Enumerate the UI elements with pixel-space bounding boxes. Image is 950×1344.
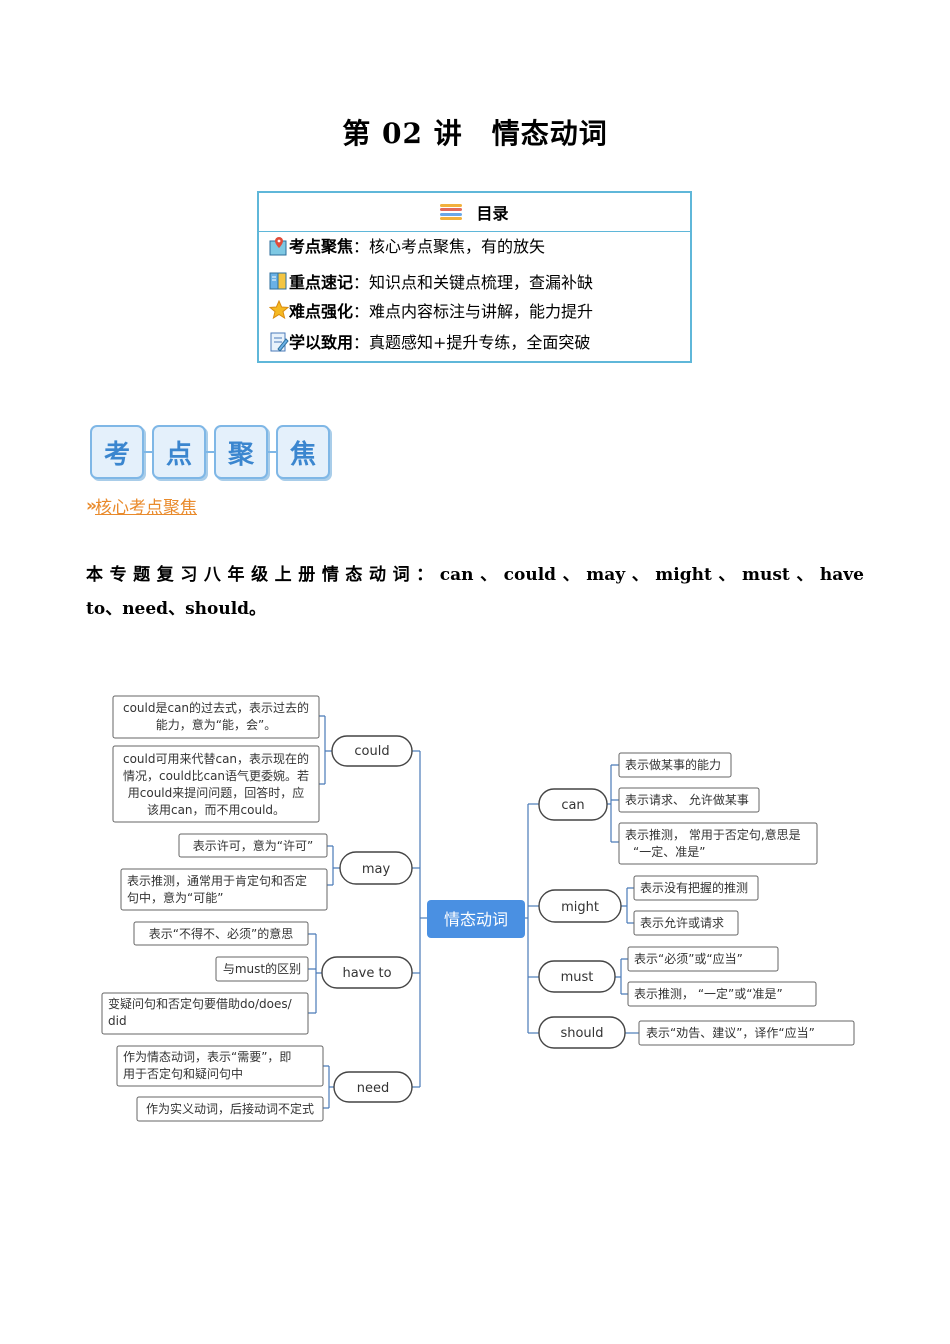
center-node: [427, 900, 525, 938]
section-subheading: » 核心考点聚焦: [86, 493, 197, 519]
leaf-text: 表示“劝告、建议”，译作“应当”: [646, 1025, 815, 1040]
toc-row-practice: 学以致用：真题感知+提升专练，全面突破: [269, 329, 590, 353]
leaf-box: [112, 745, 320, 823]
book-icon: [269, 271, 289, 291]
banner-tile: 考: [90, 425, 144, 479]
leaf-box: [638, 1020, 855, 1046]
leaf-box: [136, 1096, 324, 1122]
toc-row-notes: 重点速记：知识点和关键点梳理，查漏补缺: [269, 269, 593, 293]
intro-paragraph: 本专题复习八年级上册情态动词：can、could、may、might、must、…: [86, 558, 864, 626]
banner-tile: 聚: [214, 425, 268, 479]
leaf-box: [627, 981, 817, 1007]
toc-desc: ：知识点和关键点梳理，查漏补缺: [353, 273, 594, 292]
toc-key: 考点聚焦: [289, 239, 354, 256]
leaf-text: 句中，意为“可能”: [127, 890, 223, 905]
toc-row-focus: 考点聚焦：核心考点聚焦，有的放矢: [269, 233, 545, 257]
toc-row-difficult: 难点强化：难点内容标注与讲解，能力提升: [268, 298, 594, 322]
double-chevron-icon: »: [86, 495, 97, 516]
leaf-text: 变疑问句和否定句要借助do/does/: [108, 996, 293, 1011]
branch-node-need: [333, 1071, 413, 1103]
branch-node-might: [538, 889, 622, 923]
map-pin-icon: [269, 235, 289, 256]
pencil-icon: [269, 331, 289, 352]
branch-node-could: [331, 735, 413, 767]
intro-line: to、need、should。: [86, 599, 267, 619]
leaf-text: 情况，could比can语气更委婉。若: [123, 768, 309, 783]
leaf-text: 表示许可，意为“许可”: [193, 838, 313, 853]
branch-label: must: [561, 970, 594, 985]
table-of-contents: 目录 考点聚焦：核心考点聚焦，有的放矢 重点速记：知识点和关键点梳理，查漏补缺 …: [257, 191, 692, 363]
leaf-box: [618, 822, 818, 865]
leaf-text: could可用来代替can，表示现在的: [123, 751, 309, 766]
branch-node-should: [538, 1016, 626, 1049]
banner-tile: 焦: [276, 425, 330, 479]
toc-key: 重点速记: [289, 275, 354, 292]
leaf-text: 表示没有把握的推测: [640, 880, 748, 895]
branch-node-must: [538, 960, 616, 993]
leaf-text: did: [108, 1014, 127, 1028]
toc-key: 难点强化: [289, 304, 354, 321]
leaf-text: 表示请求、 允许做某事: [625, 792, 749, 807]
page-title: 第 02 讲 情态动词: [342, 117, 608, 150]
leaf-box: [178, 833, 328, 858]
branch-label: could: [354, 744, 389, 759]
intro-line: 本专题复习八年级上册情态动词：can、could、may、might、must、…: [86, 565, 864, 585]
leaf-box: [633, 910, 739, 936]
toc-desc: ：难点内容标注与讲解，能力提升: [353, 302, 594, 321]
leaf-text: 表示推测， “一定”或“准是”: [634, 986, 783, 1001]
leaf-text: 表示允许或请求: [640, 915, 724, 930]
leaf-box: [133, 921, 309, 946]
leaf-text: 作为实义动词，后接动词不定式: [146, 1101, 314, 1116]
branch-node-may: [339, 851, 413, 885]
toc-desc: ：核心考点聚焦，有的放矢: [353, 237, 546, 256]
leaf-text: 作为情态动词，表示“需要”，即: [123, 1050, 291, 1064]
leaf-text: 表示“不得不、必须”的意思: [149, 926, 293, 941]
branch-label: should: [560, 1026, 603, 1041]
leaf-box: [112, 695, 320, 739]
leaf-text: “一定、准是”: [633, 844, 705, 859]
center-node-label: 情态动词: [444, 910, 508, 929]
branch-label: might: [561, 900, 599, 915]
banner-tile: 点: [152, 425, 206, 479]
leaf-box: [215, 956, 309, 982]
leaf-box: [101, 992, 309, 1035]
leaf-box: [120, 868, 328, 911]
leaf-box: [116, 1045, 324, 1087]
leaf-text: 表示推测，通常用于肯定句和否定: [127, 873, 307, 888]
leaf-text: 能力，意为“能，会”。: [156, 717, 276, 732]
toc-header: 目录: [259, 193, 690, 232]
leaf-text: 表示做某事的能力: [625, 757, 721, 772]
toc-heading: 目录: [476, 206, 509, 223]
leaf-box: [627, 946, 779, 972]
branch-label: can: [561, 798, 584, 813]
leaf-text: 与must的区别: [223, 961, 301, 976]
branch-node-have-to: [321, 956, 413, 989]
leaf-text: could是can的过去式，表示过去的: [123, 700, 309, 715]
branch-node-can: [538, 788, 608, 821]
toc-key: 学以致用: [289, 335, 354, 352]
leaf-box: [633, 875, 759, 901]
list-icon: [440, 204, 463, 220]
leaf-text: 用could来提问问题，回答时，应: [128, 785, 305, 800]
toc-desc: ：真题感知+提升专练，全面突破: [353, 333, 591, 352]
leaf-text: 该用can，而不用could。: [147, 803, 285, 817]
branch-label: may: [362, 862, 391, 877]
section-banner: 考 点 聚 焦: [90, 425, 330, 479]
branch-label: have to: [342, 966, 391, 981]
leaf-box: [618, 752, 732, 778]
leaf-text: 用于否定句和疑问句中: [123, 1066, 243, 1081]
branch-label: need: [357, 1081, 390, 1096]
subheading-text: 核心考点聚焦: [94, 498, 197, 518]
star-icon: [268, 299, 290, 320]
leaf-text: 表示推测， 常用于否定句,意思是: [625, 827, 801, 842]
leaf-text: 表示“必须”或“应当”: [634, 951, 743, 966]
leaf-box: [618, 787, 760, 813]
